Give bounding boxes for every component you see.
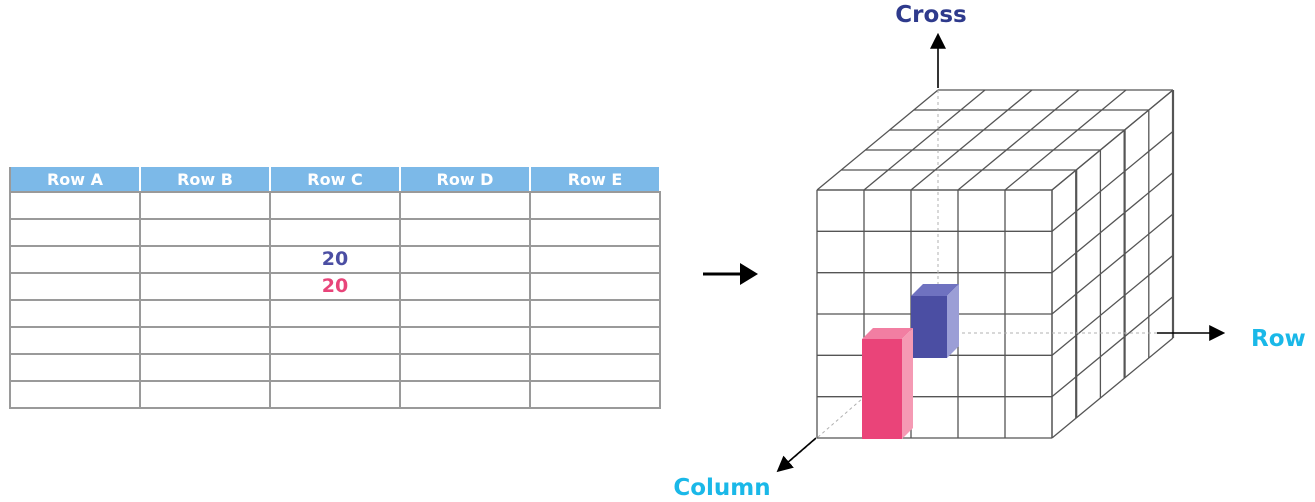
table-row	[9, 191, 661, 220]
table-row: 20	[9, 272, 661, 301]
table-cell	[529, 299, 661, 328]
row-axis-label: Row	[1251, 326, 1306, 352]
table-cell	[529, 245, 661, 274]
table-row	[9, 326, 661, 355]
cube-gridline	[816, 89, 939, 191]
table-cell	[529, 272, 661, 301]
table-cell: 20	[269, 272, 401, 301]
table-row: 20	[9, 245, 661, 274]
table-cell: 20	[269, 245, 401, 274]
cube-gridline	[910, 89, 1033, 191]
column-header: Row D	[399, 165, 531, 193]
cross-axis-label: Cross	[895, 2, 966, 28]
table-cell	[529, 326, 661, 355]
table-cell	[269, 380, 401, 409]
table-cell	[399, 353, 531, 382]
table-cell	[529, 353, 661, 382]
cube-gridline	[1051, 254, 1174, 356]
cube-gridline	[957, 89, 1080, 191]
table-row	[9, 353, 661, 382]
table-cell	[9, 299, 141, 328]
table-cell	[139, 272, 271, 301]
cube-gridline	[1004, 89, 1127, 191]
table-header-row: Row A Row B Row C Row D Row E	[9, 165, 661, 193]
table-row	[9, 380, 661, 409]
blue-bar-side	[947, 284, 959, 358]
cube-gridline	[1051, 213, 1174, 315]
table-cell	[139, 218, 271, 247]
table-cell	[269, 191, 401, 220]
table-cell	[9, 380, 141, 409]
table-cell	[139, 353, 271, 382]
cube-axes	[776, 32, 1226, 473]
table-cell	[9, 272, 141, 301]
table-cell	[399, 191, 531, 220]
table-cell	[399, 272, 531, 301]
table-cell	[9, 353, 141, 382]
cube-bars	[862, 284, 959, 439]
table-cell	[269, 299, 401, 328]
table-cell	[399, 245, 531, 274]
table-cell	[139, 299, 271, 328]
table-row	[9, 218, 661, 247]
table-cell	[529, 191, 661, 220]
column-axis-arrow-icon	[776, 437, 817, 473]
column-header: Row C	[269, 165, 401, 193]
pink-bar	[862, 328, 913, 439]
table-cell	[9, 218, 141, 247]
cube-gridline	[1051, 172, 1174, 274]
blue-bar-top	[911, 284, 959, 296]
table-cell	[529, 380, 661, 409]
table-cell	[139, 380, 271, 409]
column-axis-label: Column	[673, 475, 770, 501]
blue-bar	[911, 284, 959, 358]
table-cell	[269, 218, 401, 247]
table-cell	[139, 245, 271, 274]
column-header: Row E	[529, 165, 661, 193]
table-cell	[9, 245, 141, 274]
pink-bar-top	[862, 328, 913, 339]
cube-gridline	[1051, 89, 1174, 191]
table-cell	[139, 191, 271, 220]
blue-bar-front	[911, 296, 947, 358]
table-row	[9, 299, 661, 328]
column-header: Row B	[139, 165, 271, 193]
table-cell	[529, 218, 661, 247]
table-cell	[399, 380, 531, 409]
cube-gridline	[1051, 130, 1174, 232]
table-cell	[269, 326, 401, 355]
pink-bar-front	[862, 339, 902, 439]
table-cell	[139, 326, 271, 355]
cube-gridline	[1051, 296, 1174, 398]
transform-arrow-icon	[703, 263, 758, 285]
cube-gridline	[863, 89, 986, 191]
table-cell	[399, 218, 531, 247]
cube-gridline	[1051, 337, 1174, 439]
table-cell	[399, 326, 531, 355]
table-cell	[269, 353, 401, 382]
column-header: Row A	[9, 165, 141, 193]
table-cell	[399, 299, 531, 328]
pink-bar-side	[902, 328, 913, 439]
table-cell	[9, 191, 141, 220]
table-cell	[9, 326, 141, 355]
